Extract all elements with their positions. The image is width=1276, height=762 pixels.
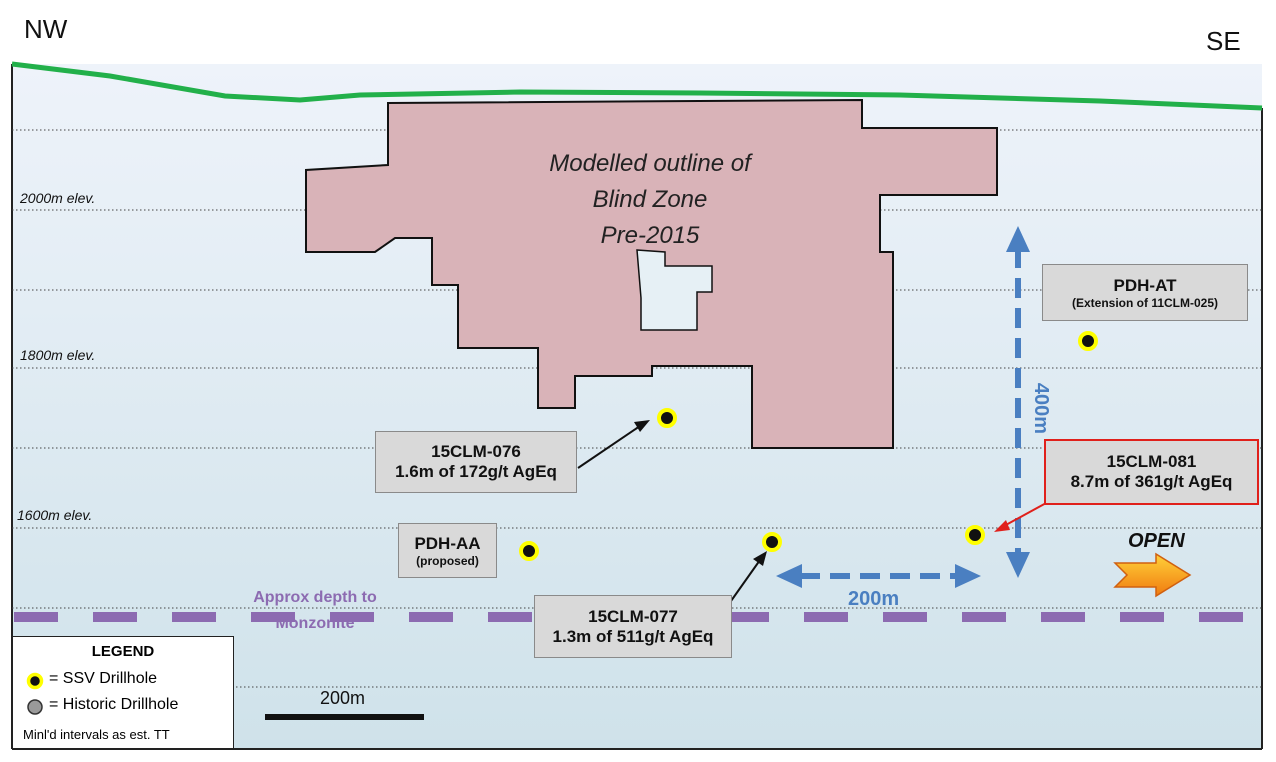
leader-arrows (577, 420, 767, 602)
ssv-drillhole-icon (26, 672, 44, 690)
pdh-at-subtitle: (Extension of 11CLM-025) (1071, 295, 1219, 310)
elevation-label-1600: 1600m elev. (17, 507, 93, 523)
zone-label-line1: Modelled outline of (549, 150, 751, 177)
legend-note: Minl'd intervals as est. TT (23, 727, 170, 742)
clm-081-title: 15CLM-081 (1106, 452, 1197, 471)
legend-ssv-label: = SSV Drillhole (49, 670, 158, 687)
direction-se-label: SE (1206, 26, 1241, 56)
legend-panel: LEGEND = SSV Drillhole = Historic Drillh… (12, 636, 234, 749)
clm-081-callout: 15CLM-081 8.7m of 361g/t AgEq (1044, 439, 1259, 505)
clm-077-callout: 15CLM-077 1.3m of 511g/t AgEq (534, 595, 732, 658)
elevation-label-2000: 2000m elev. (20, 190, 96, 206)
drillhole-076 (657, 408, 677, 428)
vertical-dimension-label: 400m (1030, 382, 1053, 434)
pdh-at-title: PDH-AT (1113, 275, 1177, 295)
leader-arrow-081 (994, 501, 1049, 532)
clm-077-title: 15CLM-077 (588, 606, 678, 626)
clm-076-title: 15CLM-076 (431, 442, 521, 461)
drillhole-pdh-aa (519, 541, 539, 561)
clm-081-interval: 8.7m of 361g/t AgEq (1070, 472, 1233, 491)
vertical-dimension-label-wrap: 400m (1021, 378, 1061, 438)
open-arrow-icon (1113, 552, 1192, 598)
legend-title: LEGEND (91, 643, 155, 660)
historic-drillhole-icon (27, 699, 43, 715)
zone-label-line3: Pre-2015 (600, 222, 700, 249)
horizontal-dimension-arrow (776, 564, 981, 588)
vertical-dimension-arrow (1006, 226, 1030, 578)
elevation-label-1800: 1800m elev. (20, 347, 96, 363)
pdh-aa-subtitle: (proposed) (416, 553, 479, 568)
clm-076-callout: 15CLM-076 1.6m of 172g/t AgEq (375, 431, 577, 493)
monzonite-label-line1: Approx depth to (253, 589, 377, 606)
drillhole-077 (762, 532, 782, 552)
pdh-aa-callout: PDH-AA (proposed) (398, 523, 497, 578)
scale-bar-label: 200m (320, 688, 366, 708)
direction-nw-label: NW (24, 14, 68, 44)
drillhole-081 (965, 525, 985, 545)
inner-zone-gap (636, 249, 713, 331)
zone-label-line2: Blind Zone (592, 186, 708, 213)
pdh-aa-title: PDH-AA (414, 533, 481, 553)
monzonite-label: Approx depth to Monzonite (225, 585, 405, 637)
drillholes (519, 331, 1098, 561)
clm-076-interval: 1.6m of 172g/t AgEq (395, 462, 557, 481)
monzonite-label-line2: Monzonite (275, 615, 355, 632)
clm-077-interval: 1.3m of 511g/t AgEq (552, 626, 714, 646)
pdh-at-callout: PDH-AT (Extension of 11CLM-025) (1042, 264, 1248, 321)
blind-zone-label: Modelled outline of Blind Zone Pre-2015 (500, 146, 800, 254)
legend-historic-label: = Historic Drillhole (49, 696, 179, 713)
horizontal-dimension-label: 200m (848, 588, 900, 610)
open-label: OPEN (1128, 530, 1185, 552)
topography-line (11, 61, 1263, 111)
drillhole-pdh-at (1078, 331, 1098, 351)
